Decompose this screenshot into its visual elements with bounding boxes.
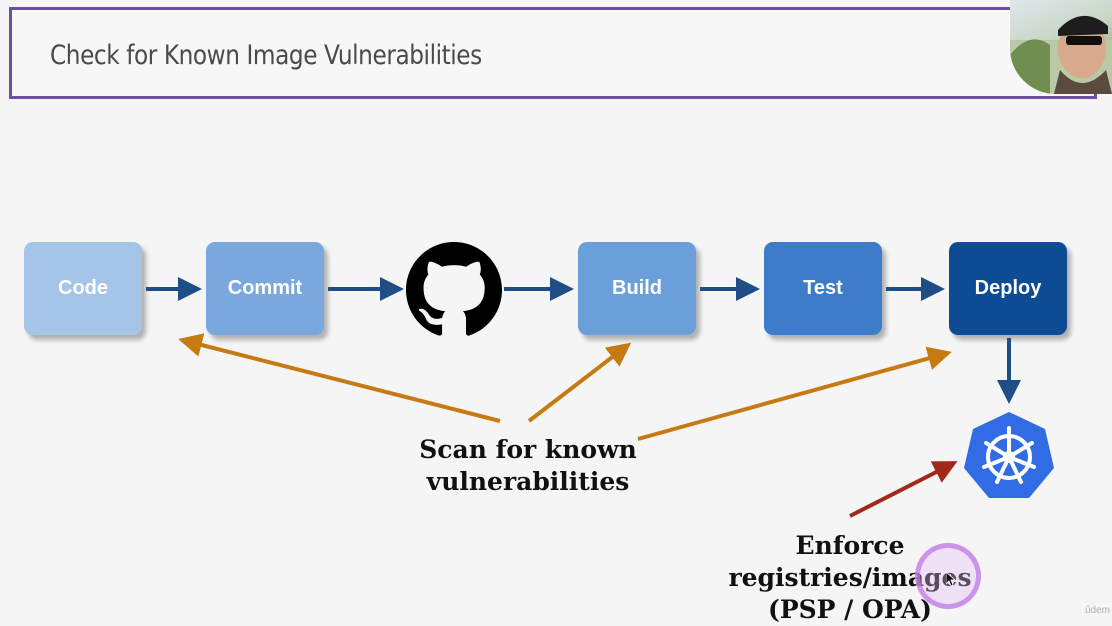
pipeline-step-deploy: Deploy xyxy=(949,242,1067,335)
pipeline-step-commit: Commit xyxy=(206,242,324,335)
kubernetes-icon xyxy=(964,412,1054,498)
enforce-arrow-to-kubernetes xyxy=(849,461,958,518)
scan-caption: Scan for known vulnerabilities xyxy=(414,434,642,498)
scan-caption-line1: Scan for known xyxy=(419,435,637,464)
pipeline-step-test-label: Test xyxy=(803,277,843,299)
pipeline-step-build: Build xyxy=(578,242,696,335)
pipeline-step-test: Test xyxy=(764,242,882,335)
slide-title-box: Check for Known Image Vulnerabilities xyxy=(9,7,1097,99)
mouse-cursor-icon xyxy=(946,572,957,587)
pipeline-step-build-label: Build xyxy=(612,277,662,299)
pipeline-step-code: Code xyxy=(24,242,142,335)
scan-caption-line2: vulnerabilities xyxy=(426,467,630,496)
pipeline-step-commit-label: Commit xyxy=(227,277,303,299)
scan-arrow-to-deploy xyxy=(637,346,952,441)
enforce-caption-line2: (PSP / OPA) xyxy=(767,595,932,624)
scan-arrow-to-build xyxy=(527,342,632,423)
slide-title: Check for Known Image Vulnerabilities xyxy=(50,40,482,71)
github-icon xyxy=(406,242,502,336)
pipeline-step-deploy-label: Deploy xyxy=(974,277,1042,299)
scan-arrow-to-code xyxy=(178,333,501,423)
pipeline-step-code-label: Code xyxy=(58,277,108,299)
watermark: ûdem xyxy=(1084,605,1110,616)
